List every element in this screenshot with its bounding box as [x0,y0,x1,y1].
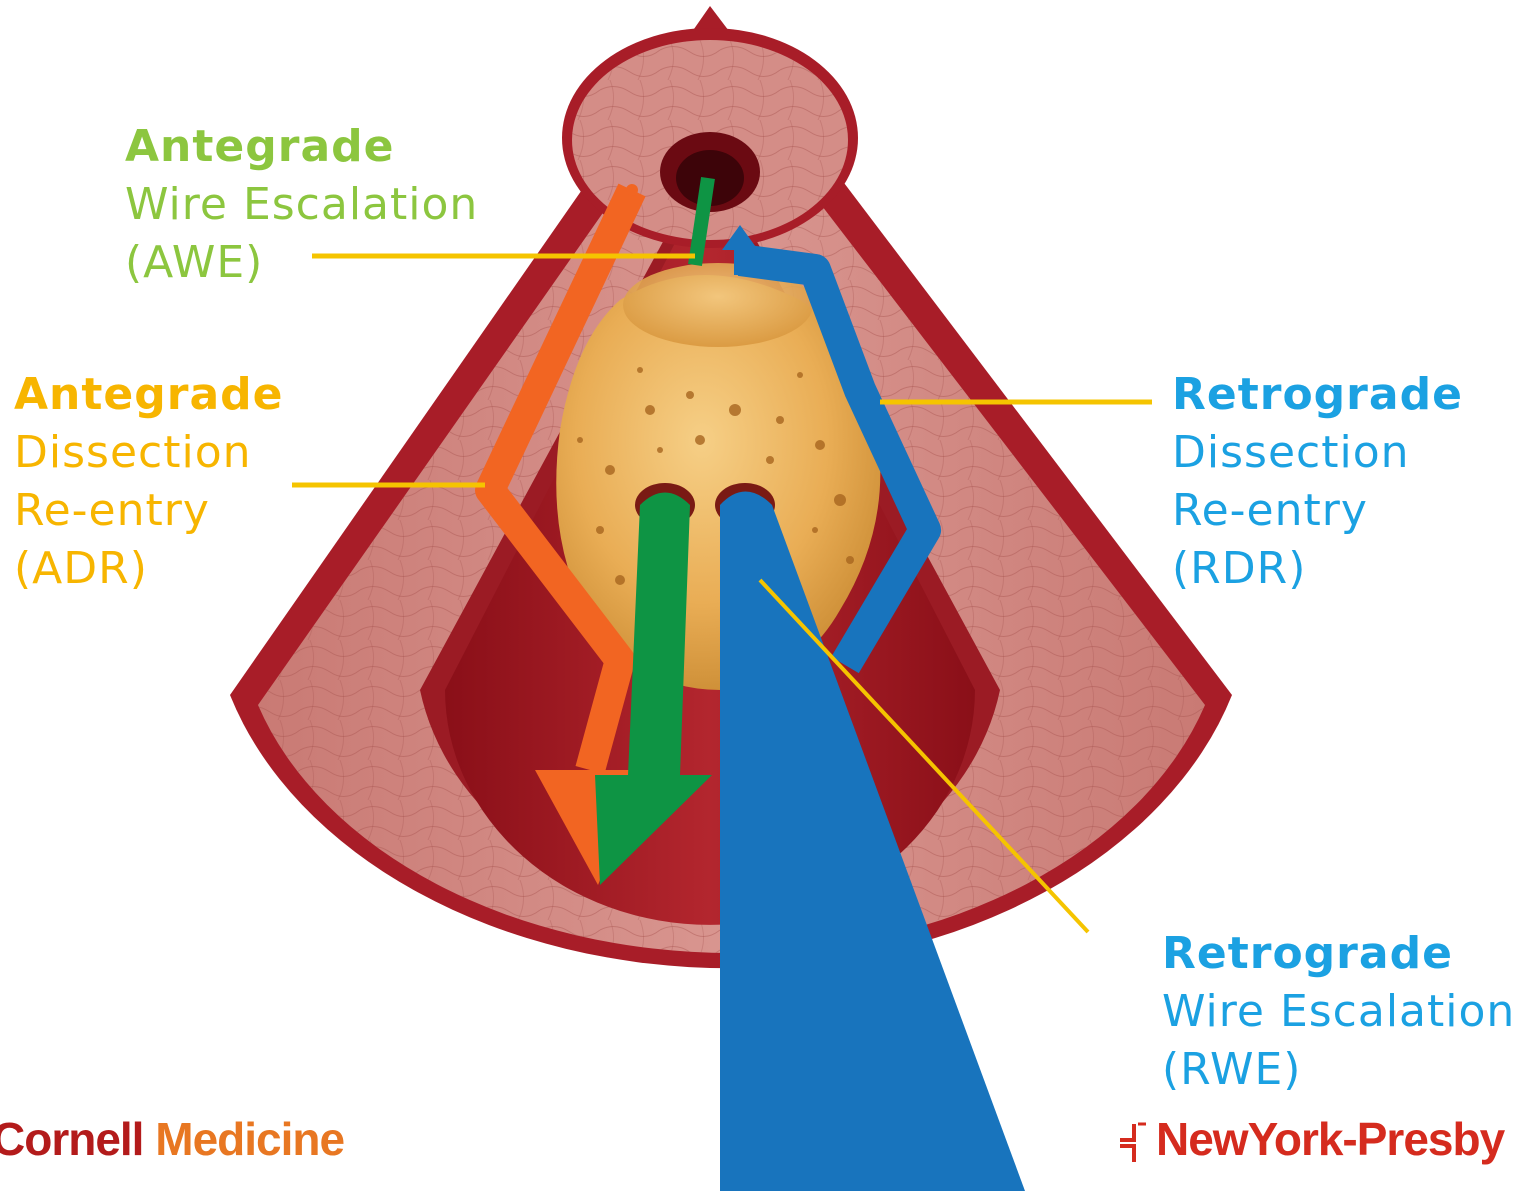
logo-left-part1: Cornell [0,1113,143,1165]
awe-label-line2: (AWE) [125,234,478,292]
awe-label-line1: Wire Escalation [125,176,478,234]
rdr-label-line2: Re-entry [1172,482,1463,540]
cornell-medicine-logo: Cornell Medicine [0,1112,344,1166]
rdr-label-line1: Dissection [1172,424,1463,482]
rdr-label-line3: (RDR) [1172,540,1463,598]
rwe-label: Retrograde Wire Escalation (RWE) [1162,925,1515,1099]
adr-label: Antegrade Dissection Re-entry (ADR) [14,366,283,598]
adr-label-line2: Re-entry [14,482,283,540]
awe-label-head: Antegrade [125,118,478,176]
adr-label-line1: Dissection [14,424,283,482]
logo-left-part2: Medicine [143,1113,344,1165]
rwe-label-head: Retrograde [1162,925,1515,983]
adr-label-line3: (ADR) [14,540,283,598]
rdr-label: Retrograde Dissection Re-entry (RDR) [1172,366,1463,598]
logo-right-text: NewYork-Presby [1156,1113,1504,1165]
nyp-mark-icon [1118,1120,1148,1166]
awe-label: Antegrade Wire Escalation (AWE) [125,118,478,292]
adr-label-head: Antegrade [14,366,283,424]
rdr-label-head: Retrograde [1172,366,1463,424]
rwe-label-line1: Wire Escalation [1162,983,1515,1041]
newyork-presbyterian-logo: NewYork-Presby [1118,1112,1504,1166]
rwe-label-line2: (RWE) [1162,1041,1515,1099]
